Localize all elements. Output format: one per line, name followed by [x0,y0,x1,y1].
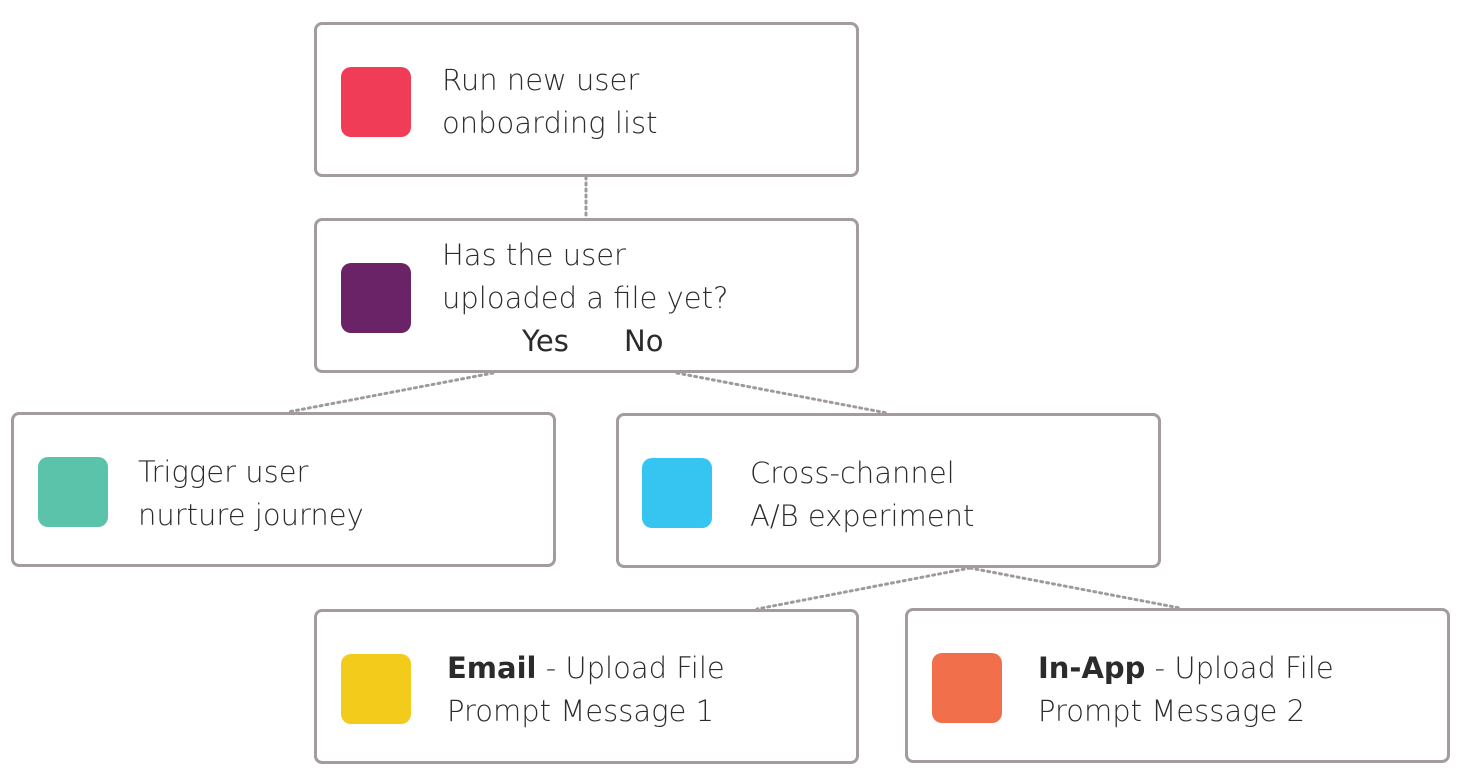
node-label-line-1: Run new user [442,63,640,97]
node-label-line-1: Email - Upload File [447,647,725,690]
node-label: Run new user onboarding list [442,59,658,145]
swatch-purple [341,263,411,333]
swatch-red [341,67,411,137]
swatch-orange [932,653,1002,723]
node-label-rest: - Upload File [536,651,725,685]
swatch-yellow [341,654,411,724]
node-inapp-prompt: In-App - Upload File Prompt Message 2 [905,608,1450,763]
connector-no-to-experiment [675,371,889,415]
node-label: In-App - Upload File Prompt Message 2 [1038,647,1334,733]
node-label-line-2: Prompt Message 1 [447,694,715,728]
node-label-line-1: Has the user [442,238,626,272]
node-label: Trigger user nurture journey [138,451,364,537]
node-label-rest: - Upload File [1145,651,1334,685]
node-label: Has the user uploaded a file yet? [442,234,728,320]
connector-yes-to-nurture [286,371,495,414]
node-label-line-1: Trigger user [138,455,309,489]
connector-experiment-to-email [755,566,972,611]
answer-no-label: No [624,324,664,358]
node-label-line-1: In-App - Upload File [1038,647,1334,690]
node-run-onboarding-list: Run new user onboarding list [314,22,859,177]
swatch-green [38,457,108,527]
answer-yes-label: Yes [522,324,569,358]
channel-name: Email [447,651,537,685]
node-has-uploaded-decision: Has the user uploaded a file yet? Yes No [314,218,859,373]
node-label-line-2: A/B experiment [750,499,975,533]
node-label-line-2: uploaded a file yet? [442,281,729,315]
node-label-line-1: Cross-channel [750,456,955,490]
node-label: Cross-channel A/B experiment [750,452,974,538]
node-label-line-2: Prompt Message 2 [1038,694,1306,728]
node-label: Email - Upload File Prompt Message 1 [447,647,725,733]
swatch-blue [642,458,712,528]
node-label-line-2: onboarding list [442,106,658,140]
node-label-line-2: nurture journey [138,498,364,532]
node-email-prompt: Email - Upload File Prompt Message 1 [314,609,859,764]
node-ab-experiment: Cross-channel A/B experiment [616,413,1161,568]
connector-experiment-to-inapp [968,566,1182,610]
decision-answers: Yes No [522,324,722,358]
node-nurture-journey: Trigger user nurture journey [11,412,556,567]
channel-name: In-App [1038,651,1146,685]
